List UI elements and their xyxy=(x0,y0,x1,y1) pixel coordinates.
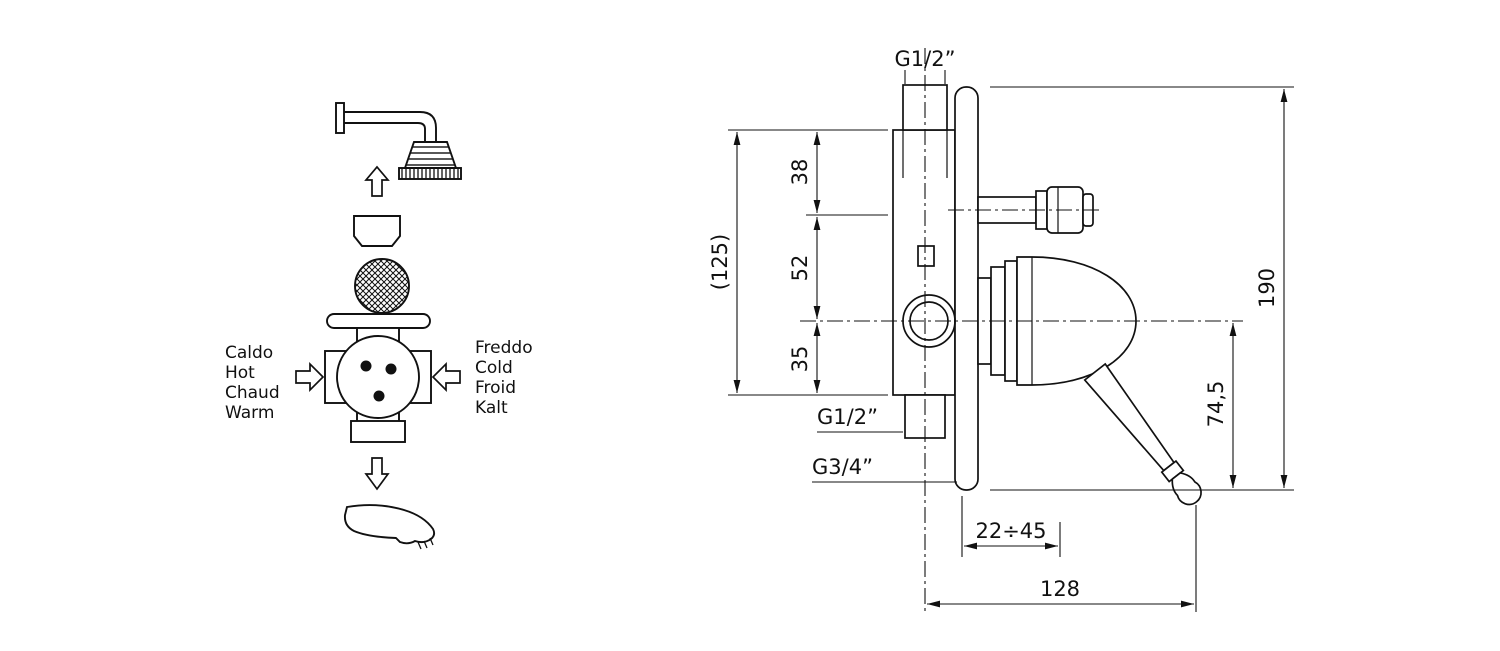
body-clip xyxy=(917,245,935,267)
hot-label-line2: Hot xyxy=(225,363,255,383)
centerlines xyxy=(800,48,1243,612)
dim-bottom-thread-large: G3/4” xyxy=(812,455,873,479)
wall-plate xyxy=(954,86,979,491)
mounting-bracket xyxy=(353,215,401,247)
dim-128: 128 xyxy=(1040,577,1080,601)
dim-35: 35 xyxy=(788,346,812,373)
cold-label-line1: Freddo xyxy=(475,338,533,358)
mixer-valve-front xyxy=(324,215,432,443)
wall-flange xyxy=(335,102,345,134)
hot-label-line4: Warm xyxy=(225,403,274,423)
schematic-labels: Caldo Hot Chaud Warm Freddo Cold Froid K… xyxy=(225,338,533,423)
dim-38: 38 xyxy=(788,159,812,186)
cold-label-line3: Froid xyxy=(475,378,516,398)
shower-arm xyxy=(335,102,437,142)
installation-schematic xyxy=(295,102,462,550)
hot-label-line1: Caldo xyxy=(225,343,273,363)
dim-depth-range: 22÷45 xyxy=(975,519,1046,543)
temperature-knob xyxy=(354,258,410,314)
cartridge-ports xyxy=(360,360,397,402)
side-view-valve xyxy=(892,84,1202,506)
hot-label-line3: Chaud xyxy=(225,383,280,403)
dim-125: (125) xyxy=(708,234,732,290)
dim-745: 74,5 xyxy=(1204,381,1228,428)
arrow-down-icon xyxy=(364,457,390,491)
arrow-left-icon xyxy=(431,361,461,393)
escutcheon-bar xyxy=(326,313,431,329)
dim-52: 52 xyxy=(788,255,812,282)
arrow-right-icon xyxy=(295,361,325,393)
tub-spout-icon xyxy=(343,504,436,550)
dim-bottom-thread-small: G1/2” xyxy=(817,405,878,429)
cold-label-line2: Cold xyxy=(475,358,513,378)
dimension-labels: G1/2” 38 52 35 (125) 190 74,5 G1/2” G3/4… xyxy=(708,47,1279,601)
dim-190: 190 xyxy=(1255,268,1279,308)
lever-handle xyxy=(1083,362,1202,506)
arrow-up-icon xyxy=(364,165,390,197)
cold-label-line4: Kalt xyxy=(475,398,508,418)
shower-head-icon xyxy=(398,141,462,180)
dimension-lines xyxy=(728,70,1294,612)
cartridge-face xyxy=(336,335,420,419)
dim-top-thread: G1/2” xyxy=(895,47,956,71)
bottom-union xyxy=(350,420,406,443)
